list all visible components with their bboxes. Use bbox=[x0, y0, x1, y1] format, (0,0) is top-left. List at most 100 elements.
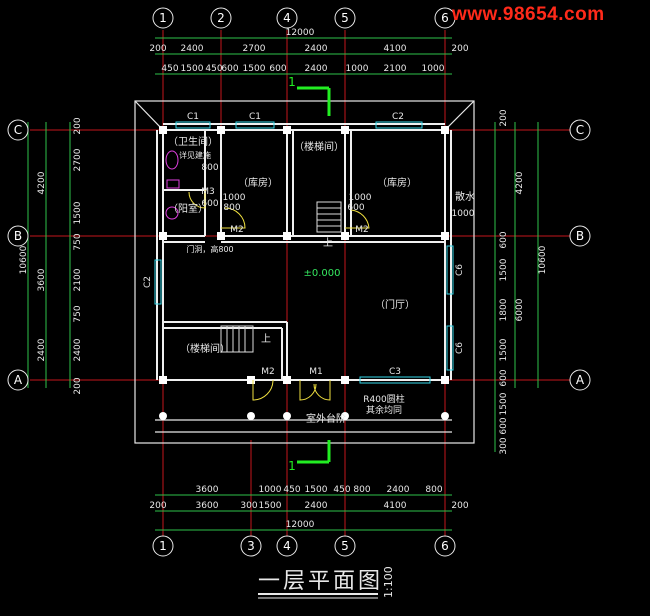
dim-bot2-6: 200 bbox=[451, 501, 468, 511]
axis-labels: 1 2 4 5 6 1 3 4 5 6 C B A C B A bbox=[14, 11, 585, 553]
axis-left-c: C bbox=[14, 123, 22, 137]
note-misc: 门洞，高800 bbox=[186, 244, 233, 254]
room-store-left: （库房） bbox=[238, 176, 278, 189]
tag-w800b: 800 bbox=[223, 203, 240, 213]
axis-left-b: B bbox=[14, 229, 22, 243]
tag-m2c: M2 bbox=[261, 367, 275, 377]
dim-top2-9: 1000 bbox=[422, 64, 445, 74]
drawing-title: 一层平面图 1:100 bbox=[258, 566, 395, 599]
section-mark-top: 1 bbox=[288, 75, 296, 89]
dim-bottom-total: 12000 bbox=[286, 520, 315, 530]
dim-bot1-5: 800 bbox=[353, 485, 370, 495]
tag-w800: 800 bbox=[201, 163, 218, 173]
dim-top2-3: 600 bbox=[221, 64, 238, 74]
label-drain: 散水 bbox=[455, 190, 475, 203]
dim-right-in-7: 600 bbox=[499, 417, 509, 434]
axis-top-1: 1 bbox=[159, 11, 167, 25]
dim-top2-7: 1000 bbox=[346, 64, 369, 74]
scale-text: 1:100 bbox=[382, 566, 395, 598]
dimension-lines bbox=[27, 37, 539, 531]
dim-top2-8: 2100 bbox=[384, 64, 407, 74]
tag-c1a: C1 bbox=[187, 112, 199, 122]
dim-left-in-7: 200 bbox=[73, 377, 83, 394]
note-bath: 详见建施 bbox=[179, 150, 211, 160]
dim-bot1-6: 2400 bbox=[387, 485, 410, 495]
dim-left-mid-1: 3600 bbox=[37, 268, 47, 291]
dim-right-in-1: 600 bbox=[499, 231, 509, 248]
dim-top-total: 12000 bbox=[286, 28, 315, 38]
dim-top2-1: 1500 bbox=[181, 64, 204, 74]
dim-bot2-3: 1500 bbox=[259, 501, 282, 511]
room-bath: （卫生间） bbox=[168, 135, 218, 148]
dim-top2-5: 600 bbox=[269, 64, 286, 74]
dim-left-in-1: 2700 bbox=[73, 148, 83, 171]
dim-top1-4: 4100 bbox=[384, 44, 407, 54]
dim-right-outer: 10600 bbox=[538, 245, 548, 274]
title-text: 一层平面图 bbox=[258, 569, 383, 594]
tag-m2b: M2 bbox=[355, 225, 369, 235]
dim-right-in-3: 1800 bbox=[499, 298, 509, 321]
dim-right-in-0: 200 bbox=[499, 109, 509, 126]
dimension-texts: 12000 200 2400 2700 2400 4100 200 450 15… bbox=[19, 28, 548, 530]
dim-top2-4: 1500 bbox=[243, 64, 266, 74]
dim-right-in-8: 300 bbox=[499, 437, 509, 454]
dim-bot1-0: 3600 bbox=[196, 485, 219, 495]
dim-bot2-1: 3600 bbox=[196, 501, 219, 511]
dim-left-in-0: 200 bbox=[73, 117, 83, 134]
axis-left-a: A bbox=[14, 373, 23, 387]
dim-top2-2: 450 bbox=[205, 64, 222, 74]
label-outdoor-steps: 室外台阶 bbox=[306, 412, 346, 425]
tag-w1000: 1000 bbox=[223, 193, 246, 203]
dim-bot1-2: 450 bbox=[283, 485, 300, 495]
dim-top1-1: 2400 bbox=[181, 44, 204, 54]
room-store-right: （库房） bbox=[377, 176, 417, 189]
eave-outline bbox=[134, 100, 475, 444]
axis-top-6: 6 bbox=[441, 11, 449, 25]
windows bbox=[154, 121, 454, 384]
tag-c6a: C6 bbox=[455, 264, 465, 276]
opening-tags: C1 C1 C2 C2 C3 C6 C6 M1 M2 M2 M2 M3 800 … bbox=[143, 112, 475, 377]
dim-top1-3: 2400 bbox=[305, 44, 328, 54]
axis-top-4: 4 bbox=[283, 11, 291, 25]
dim-top1-0: 200 bbox=[149, 44, 166, 54]
dim-left-in-2: 1500 bbox=[73, 201, 83, 224]
axis-right-b: B bbox=[576, 229, 584, 243]
dim-right-in-5: 600 bbox=[499, 369, 509, 386]
axis-bottom-1: 1 bbox=[159, 539, 167, 553]
tag-m3: M3 bbox=[201, 187, 215, 197]
section-cut-marks bbox=[297, 86, 331, 464]
axis-top-5: 5 bbox=[341, 11, 349, 25]
room-labels: （卫生间） 详见建施 （楼梯间） （库房） （库房） （阳室） 门洞，高800 … bbox=[168, 75, 475, 473]
room-stair-lower: （楼梯间） bbox=[180, 342, 230, 355]
label-up-1: 上 bbox=[323, 237, 333, 249]
label-up-2: 上 bbox=[261, 333, 271, 345]
dim-bot1-7: 800 bbox=[425, 485, 442, 495]
tag-c2side: C2 bbox=[143, 276, 153, 288]
bathroom-fixtures bbox=[165, 150, 180, 220]
dim-left-outer: 10600 bbox=[19, 245, 29, 274]
tag-w600: 600 bbox=[201, 199, 218, 209]
label-elevation: ±0.000 bbox=[303, 268, 340, 279]
room-hall: （门厅） bbox=[375, 298, 415, 311]
tag-w600b: 600 bbox=[347, 203, 364, 213]
label-column-note-2: 其余均同 bbox=[366, 404, 402, 416]
dim-bot1-4: 450 bbox=[333, 485, 350, 495]
axis-bottom-6: 6 bbox=[441, 539, 449, 553]
dim-left-mid-2: 2400 bbox=[37, 338, 47, 361]
dim-right-in-4: 1500 bbox=[499, 338, 509, 361]
dim-bot2-4: 2400 bbox=[305, 501, 328, 511]
dim-left-in-4: 2100 bbox=[73, 268, 83, 291]
site-watermark: www.98654.com bbox=[452, 4, 605, 25]
tag-m1: M1 bbox=[309, 367, 323, 377]
axis-right-a: A bbox=[576, 373, 585, 387]
axis-bottom-4: 4 bbox=[283, 539, 291, 553]
section-mark-bottom: 1 bbox=[288, 459, 296, 473]
dim-left-in-3: 750 bbox=[73, 233, 83, 250]
axis-bottom-3: 3 bbox=[247, 539, 255, 553]
dim-left-in-6: 2400 bbox=[73, 338, 83, 361]
walls bbox=[156, 123, 452, 381]
axis-top-2: 2 bbox=[217, 11, 225, 25]
tag-m2a: M2 bbox=[230, 225, 244, 235]
axis-right-c: C bbox=[576, 123, 584, 137]
